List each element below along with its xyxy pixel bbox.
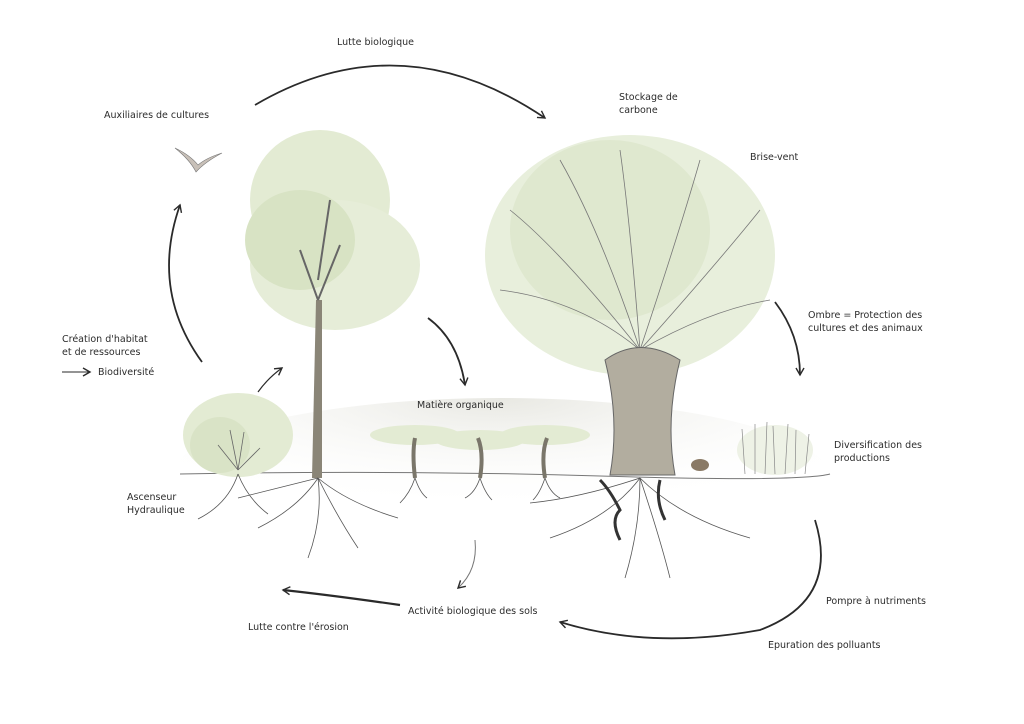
pollard-willow (485, 135, 775, 476)
label-line: Ombre = Protection des (808, 310, 923, 321)
label-line: Création d'habitat (62, 334, 148, 345)
label-matiere-organique: Matière organique (417, 400, 504, 411)
arrows (62, 64, 822, 640)
label-line: Diversification des (834, 440, 922, 451)
label-lutte-biologique: Lutte biologique (337, 37, 414, 48)
ground-line (179, 471, 831, 480)
reeds (737, 421, 813, 475)
label-line: Hydraulique (127, 505, 185, 516)
arrow-biodiversity-cycle (168, 203, 203, 363)
label-creation-habitat: Création d'habitat et de ressources (62, 333, 148, 359)
tall-tree (245, 130, 420, 478)
arrow-shrub-to-tree (257, 367, 284, 393)
roots (197, 473, 751, 579)
arrow-erosion (281, 586, 401, 607)
label-biodiversite: Biodiversité (98, 367, 155, 378)
label-brise-vent: Brise-vent (750, 152, 799, 163)
label-auxiliaires: Auxiliaires de cultures (104, 110, 210, 121)
label-line: carbone (619, 105, 658, 116)
label-line: et de ressources (62, 347, 141, 358)
label-line: cultures et des animaux (808, 323, 923, 334)
arrow-pompe (558, 519, 822, 640)
bird (691, 459, 709, 471)
shrub (183, 393, 293, 477)
vines (370, 425, 590, 479)
label-line: productions (834, 453, 890, 464)
label-pompe-nutriments: Pompre à nutriments (826, 596, 926, 607)
arrow-activite-sols (456, 539, 476, 589)
label-diversification: Diversification des productions (834, 439, 922, 465)
label-line: Stockage de (619, 92, 678, 103)
bat (174, 147, 223, 173)
label-erosion: Lutte contre l'érosion (248, 622, 349, 633)
label-epuration: Epuration des polluants (768, 640, 881, 651)
arrow-lutte-biologique (254, 64, 547, 119)
label-ombre: Ombre = Protection des cultures et des a… (808, 309, 923, 335)
arrow-ombre (774, 301, 805, 377)
arrow-matiere-organique (427, 317, 469, 387)
label-ascenseur-hydraulique: Ascenseur Hydraulique (127, 491, 185, 517)
label-stockage-carbone: Stockage de carbone (619, 91, 678, 117)
label-activite-sols: Activité biologique des sols (408, 606, 538, 617)
label-line: Ascenseur (127, 492, 177, 503)
